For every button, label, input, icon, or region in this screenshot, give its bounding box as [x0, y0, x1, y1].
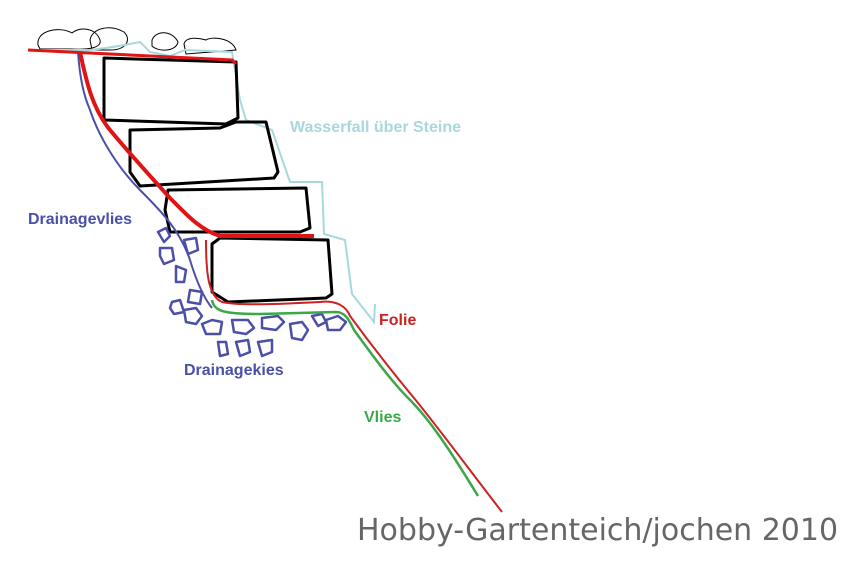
stone-block-3: [163, 186, 312, 234]
label-folie: Folie: [379, 312, 417, 329]
waterfall-line: [28, 40, 376, 325]
label-vlies: Vlies: [364, 409, 402, 426]
label-waterfall: Wasserfall über Steine: [290, 119, 462, 136]
stone-block-2: [128, 120, 280, 188]
folie-line: [205, 239, 503, 513]
stone-block-4: [210, 236, 334, 304]
drainagevlies-line: [77, 51, 213, 309]
stone-blocks: [102, 56, 334, 304]
stone-block-1: [102, 56, 240, 126]
top-edge-stones: [37, 27, 237, 55]
label-drainagekies: Drainagekies: [184, 362, 284, 379]
credit-text: Hobby-Gartenteich/jochen 2010: [357, 513, 839, 548]
label-drainagevlies: Drainagevlies: [28, 211, 133, 228]
folie-slope-line: [78, 51, 314, 238]
drainage-gravel: [156, 226, 348, 358]
folie-top-line: [27, 48, 238, 66]
vlies-line: [210, 299, 480, 497]
